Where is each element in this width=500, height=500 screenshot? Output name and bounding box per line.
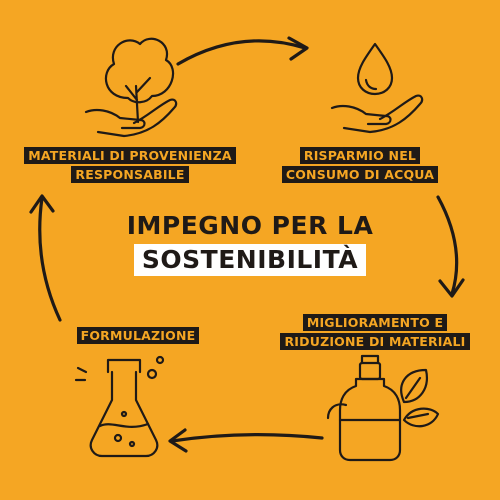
arrow-right bbox=[436, 195, 465, 298]
arrow-top bbox=[176, 36, 309, 66]
step-label-line: RESPONSABILE bbox=[71, 166, 189, 183]
center-title-line2: SOSTENIBILITÀ bbox=[133, 244, 367, 276]
step-label-line: CONSUMO DI ACQUA bbox=[281, 166, 439, 183]
center-title-line1: IMPEGNO PER LA bbox=[126, 211, 374, 240]
step-label-line: MIGLIORAMENTO E bbox=[302, 314, 448, 331]
center-title: IMPEGNO PER LA SOSTENIBILITÀ bbox=[112, 210, 388, 276]
step-label-line: RIDUZIONE DI MATERIALI bbox=[280, 333, 470, 350]
step-label-responsible-sourcing: MATERIALI DI PROVENIENZA RESPONSABILE bbox=[14, 147, 246, 185]
bottle-with-leaves-icon bbox=[326, 354, 440, 462]
step-label-water-saving: RISPARMIO NEL CONSUMO DI ACQUA bbox=[270, 147, 450, 185]
step-label-line: FORMULAZIONE bbox=[76, 327, 200, 344]
arrow-left bbox=[29, 194, 62, 322]
step-label-material-reduction: MIGLIORAMENTO E RIDUZIONE DI MATERIALI bbox=[264, 314, 486, 352]
step-label-formulation: FORMULAZIONE bbox=[68, 327, 208, 346]
step-label-line: MATERIALI DI PROVENIENZA bbox=[24, 147, 236, 164]
water-drop-in-hand-icon bbox=[330, 42, 424, 134]
step-label-line: RISPARMIO NEL bbox=[299, 147, 421, 164]
arrow-bottom bbox=[168, 428, 324, 453]
lab-flask-icon bbox=[74, 355, 165, 458]
tree-in-hand-icon bbox=[84, 37, 178, 138]
